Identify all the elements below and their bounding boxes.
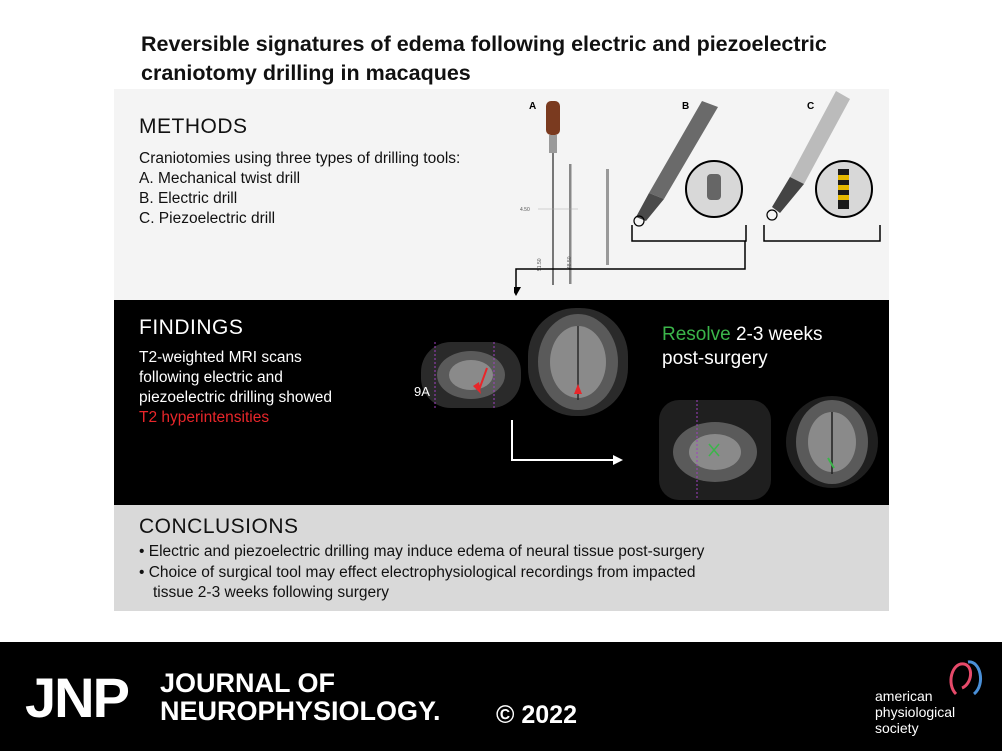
conclusion-bullet-text: Choice of surgical tool may effect elect… bbox=[148, 564, 696, 581]
findings-highlight: T2 hyperintensities bbox=[139, 409, 270, 426]
panel-label-c: C bbox=[807, 101, 815, 112]
conclusions-heading: CONCLUSIONS bbox=[139, 515, 299, 538]
conclusion-bullet-cont: tissue 2-3 weeks following surgery bbox=[153, 584, 390, 601]
mri-scan-coronal-resolved bbox=[659, 400, 771, 500]
society-name-line: society bbox=[875, 720, 919, 736]
society-name-line: american bbox=[875, 688, 933, 704]
methods-panel: METHODS Craniotomies using three types o… bbox=[114, 89, 889, 300]
society-logo-icon bbox=[949, 660, 983, 696]
methods-item-b: B. Electric drill bbox=[139, 190, 238, 207]
findings-arrow bbox=[511, 420, 623, 465]
journal-name-line2: NEUROPHYSIOLOGY. bbox=[160, 696, 441, 726]
methods-heading: METHODS bbox=[139, 115, 248, 138]
resolve-text: Resolve 2-3 weeks bbox=[662, 324, 823, 346]
methods-item-a: A. Mechanical twist drill bbox=[139, 170, 301, 187]
page-title: Reversible signatures of edema following… bbox=[141, 32, 827, 85]
resolve-duration: 2-3 weeks bbox=[735, 324, 823, 345]
findings-panel: FINDINGS T2-weighted MRI scans following… bbox=[114, 300, 889, 505]
society-name: american physiological society bbox=[875, 688, 955, 736]
society-name-line: physiological bbox=[875, 704, 956, 720]
mri-scan-axial-resolved bbox=[786, 396, 878, 488]
conclusion-bullet-text: Electric and piezoelectric drilling may … bbox=[148, 543, 705, 560]
drill-tools-illustration: 4.50 51.50 48.50 bbox=[514, 91, 881, 296]
dimension-label: 48.50 bbox=[567, 256, 573, 269]
dimension-label: 4.50 bbox=[520, 207, 530, 213]
mri-scan-coronal bbox=[421, 342, 521, 408]
conclusions-panel: CONCLUSIONS • Electric and piezoelectric… bbox=[114, 505, 889, 611]
conclusion-bullet: • Choice of surgical tool may effect ele… bbox=[139, 564, 696, 581]
mri-scan-axial bbox=[528, 308, 628, 416]
findings-text-line: piezoelectric drilling showed bbox=[139, 389, 332, 406]
panel-label-b: B bbox=[682, 101, 690, 112]
panel-label-a: A bbox=[529, 101, 537, 112]
methods-item-c: C. Piezoelectric drill bbox=[139, 210, 276, 227]
scan-label: 9A bbox=[414, 384, 430, 399]
journal-logo-abbr: JNP bbox=[25, 666, 130, 729]
findings-text-line: following electric and bbox=[139, 369, 283, 386]
journal-footer: JNP JOURNAL OF NEUROPHYSIOLOGY. © 2022 a… bbox=[0, 642, 1002, 751]
journal-name-line1: JOURNAL OF bbox=[160, 668, 336, 698]
conclusion-bullet: • Electric and piezoelectric drilling ma… bbox=[139, 543, 705, 560]
resolve-word: Resolve bbox=[662, 324, 731, 345]
dimension-label: 51.50 bbox=[537, 258, 543, 271]
findings-heading: FINDINGS bbox=[139, 316, 244, 339]
resolve-line2: post-surgery bbox=[662, 348, 768, 369]
methods-intro: Craniotomies using three types of drilli… bbox=[139, 150, 461, 167]
findings-text-line: T2-weighted MRI scans bbox=[139, 349, 302, 366]
copyright: © 2022 bbox=[496, 701, 577, 729]
